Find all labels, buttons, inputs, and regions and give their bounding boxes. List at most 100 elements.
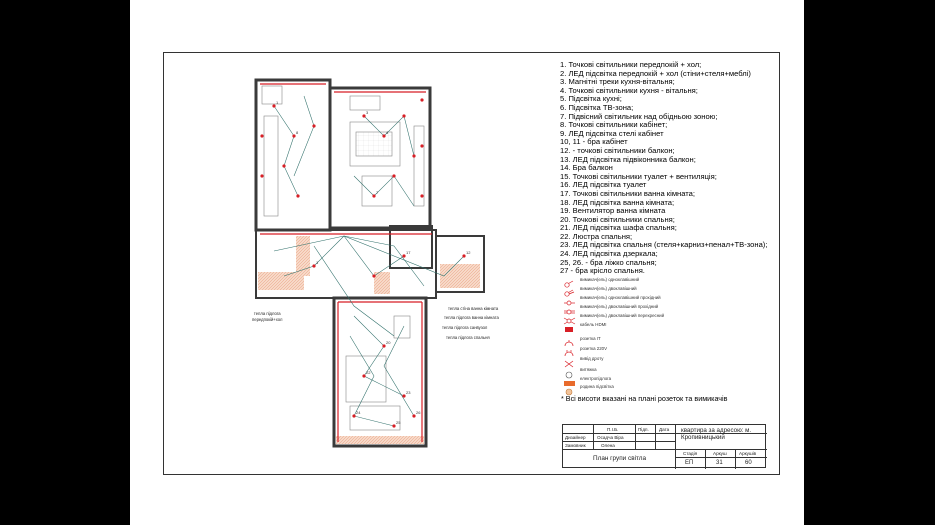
legend-item: 9. ЛЕД підсвітка стелі кабінет: [560, 128, 664, 138]
legend-item: 16. ЛЕД підсвітка туалет: [560, 180, 647, 190]
legend-item: 7. Підвісний світильник над обідньою зон…: [560, 111, 718, 121]
legend-item: 20. Точкові світильники спальня;: [560, 214, 675, 224]
heated-floor-icon: [563, 375, 577, 386]
legend-item: 21. ЛЕД підсвітка шафа спальня;: [560, 223, 677, 233]
svg-text:23: 23: [406, 390, 411, 395]
it-socket-icon: [563, 335, 577, 347]
symbol-row: вимикач(ель) одноклавішний: [563, 276, 683, 288]
annotation-wc-floor: тепла підлога санвузол: [442, 325, 488, 330]
lighting-legend: 1. Точкові світильники передпокій + хол;…: [560, 60, 775, 276]
svg-text:25: 25: [396, 420, 401, 425]
symbol-label: електропідлога: [580, 376, 612, 381]
annotation-bath-floor: тепла підлога ванна кімната: [444, 315, 499, 320]
symbol-row: вивід дроту: [563, 355, 683, 368]
tb-sheet-number: 31: [716, 460, 723, 466]
svg-text:3: 3: [366, 110, 369, 115]
legend-item: 2. ЛЕД підсвітка передпокій + хол (стіни…: [560, 68, 751, 78]
svg-text:17: 17: [406, 250, 411, 255]
symbol-row: розетка IT: [563, 335, 683, 347]
symbol-label: кабель HDMI: [580, 322, 607, 327]
light-fixtures: [260, 98, 466, 428]
legend-item: 1. Точкові світильники передпокій + хол;: [560, 60, 702, 69]
floor-plan: 1 8 3 4 7 1 17 12 20 22 23 24 25 26: [254, 78, 485, 448]
tb-address: квартира за адресою: м. Кропивницький: [681, 427, 752, 441]
symbol-label: розетка IT: [580, 336, 601, 341]
single-switch-icon: [563, 276, 577, 288]
double-switch-icon: [563, 285, 577, 297]
svg-text:22: 22: [366, 370, 371, 375]
svg-text:12: 12: [466, 250, 471, 255]
annotation-bath-wall: тепла стіна ванна кімната: [448, 306, 499, 311]
symbol-label: вимикач(ель) одноклавішний прохідний: [580, 295, 661, 300]
legend-item: 5. Підсвітка кухні;: [560, 94, 622, 104]
tb-designer-role: Дизайнер: [565, 435, 586, 440]
symbol-row: розетка 220V: [563, 345, 683, 357]
double-cross-switch-icon: [563, 312, 577, 325]
legend-item: 24. ЛЕД підсвітка дзеркала;: [560, 249, 658, 259]
legend-item: 13. ЛЕД підсвітка підвіконника балкон;: [560, 154, 696, 164]
tb-drawing-title: План групи світла: [593, 455, 647, 462]
tb-stage: ЕП: [685, 460, 694, 466]
svg-text:8: 8: [296, 130, 299, 135]
legend-item: 23. ЛЕД підсвітка спальня (стеля+карниз+…: [560, 240, 768, 250]
tb-sign-header: Підп.: [638, 427, 649, 432]
legend-item: 22. Люстра спальня;: [560, 231, 633, 241]
legend-item: 17. Точкові світильники ванна кімната;: [560, 188, 696, 198]
legend-item: 14. Бра балкон: [560, 163, 613, 173]
legend-item: 3. Магнітні треки кухня-вітальня;: [560, 77, 675, 87]
symbol-row: вимикач(ель) одноклавішний прохідний: [563, 294, 683, 306]
led-strips: [260, 83, 432, 442]
svg-text:7: 7: [376, 190, 379, 195]
symbol-label: вимикач(ель) двоклавішний прохідний: [580, 304, 659, 309]
double-pass-switch-icon: [563, 303, 577, 315]
tb-stage-label: Стадія: [683, 451, 698, 456]
symbol-row: родина підсвітка: [563, 383, 683, 396]
symbol-label: розетка 220V: [580, 346, 608, 351]
symbol-row: кабель HDMI: [563, 321, 683, 332]
annotation-hall-floor: тепла підлога передпокій+хол: [252, 311, 283, 322]
legend-item: 10, 11 - бра кабінет: [560, 137, 628, 147]
tb-designer-name: Осадча Віра: [597, 435, 624, 440]
symbol-label: вимикач(ель) двоклавішний перехресний: [580, 313, 665, 318]
legend-item: 25, 26. - бра ліжко спальня;: [560, 257, 657, 267]
symbol-label: родина підсвітка: [580, 384, 614, 389]
legend-item: 15. Точкові світильники туалет + вентиля…: [560, 171, 717, 181]
svg-text:26: 26: [416, 410, 421, 415]
legend-item: 27 - бра крісло спальня.: [560, 266, 645, 276]
tb-pib-header: П.І.Б.: [607, 427, 619, 432]
furniture: [261, 85, 425, 431]
tb-client-role: Замовник: [565, 443, 586, 448]
annotation-bedroom-floor: тепла підлога спальня: [446, 335, 490, 340]
symbol-label: вимикач(ель) двоклавішний: [580, 286, 637, 291]
sheet-frame: [163, 52, 780, 475]
drawing-sheet: [130, 0, 804, 525]
legend-item: 8. Точкові світильники кабінет;: [560, 120, 668, 130]
single-pass-switch-icon: [563, 294, 577, 306]
exhaust-icon: [563, 366, 577, 379]
legend-item: 19. Вентилятор ванна кімната: [560, 206, 666, 216]
svg-text:24: 24: [356, 410, 361, 415]
tb-date-header: Дата: [659, 427, 670, 432]
wire-outlet-icon: [563, 355, 577, 368]
symbol-row: електропідлога: [563, 375, 683, 386]
heights-note: * Всі висоти вказані на плані розеток та…: [561, 394, 728, 403]
legend-item: 6. Підсвітка ТВ-зона;: [560, 102, 634, 112]
legend-item: 4. Точкові світильники кухня - вітальня;: [560, 85, 698, 95]
symbol-label: вивід дроту: [580, 356, 604, 361]
walls: [254, 78, 485, 448]
svg-text:20: 20: [386, 340, 391, 345]
symbol-label: витяжка: [580, 367, 597, 372]
symbol-row: вимикач(ель) двоклавішний: [563, 285, 683, 297]
symbol-row: вимикач(ель) двоклавішний перехресний: [563, 312, 683, 325]
symbol-label: вимикач(ель) одноклавішний: [580, 277, 640, 282]
svg-text:1: 1: [316, 260, 319, 265]
svg-text:4: 4: [386, 130, 389, 135]
legend-item: 12. - точкові світильники балкон;: [560, 145, 675, 155]
symbol-row: вимикач(ель) двоклавішний прохідний: [563, 303, 683, 315]
title-block: П.І.Б. Підп. Дата Дизайнер Осадча Віра З…: [562, 424, 767, 469]
tb-sheets-total: 60: [745, 460, 752, 466]
symbol-row: витяжка: [563, 366, 683, 379]
svg-text:1: 1: [276, 100, 279, 105]
legend-item: 18. ЛЕД підсвітка ванна кімната;: [560, 197, 675, 207]
tb-sheet-label: Аркуш: [713, 451, 727, 456]
